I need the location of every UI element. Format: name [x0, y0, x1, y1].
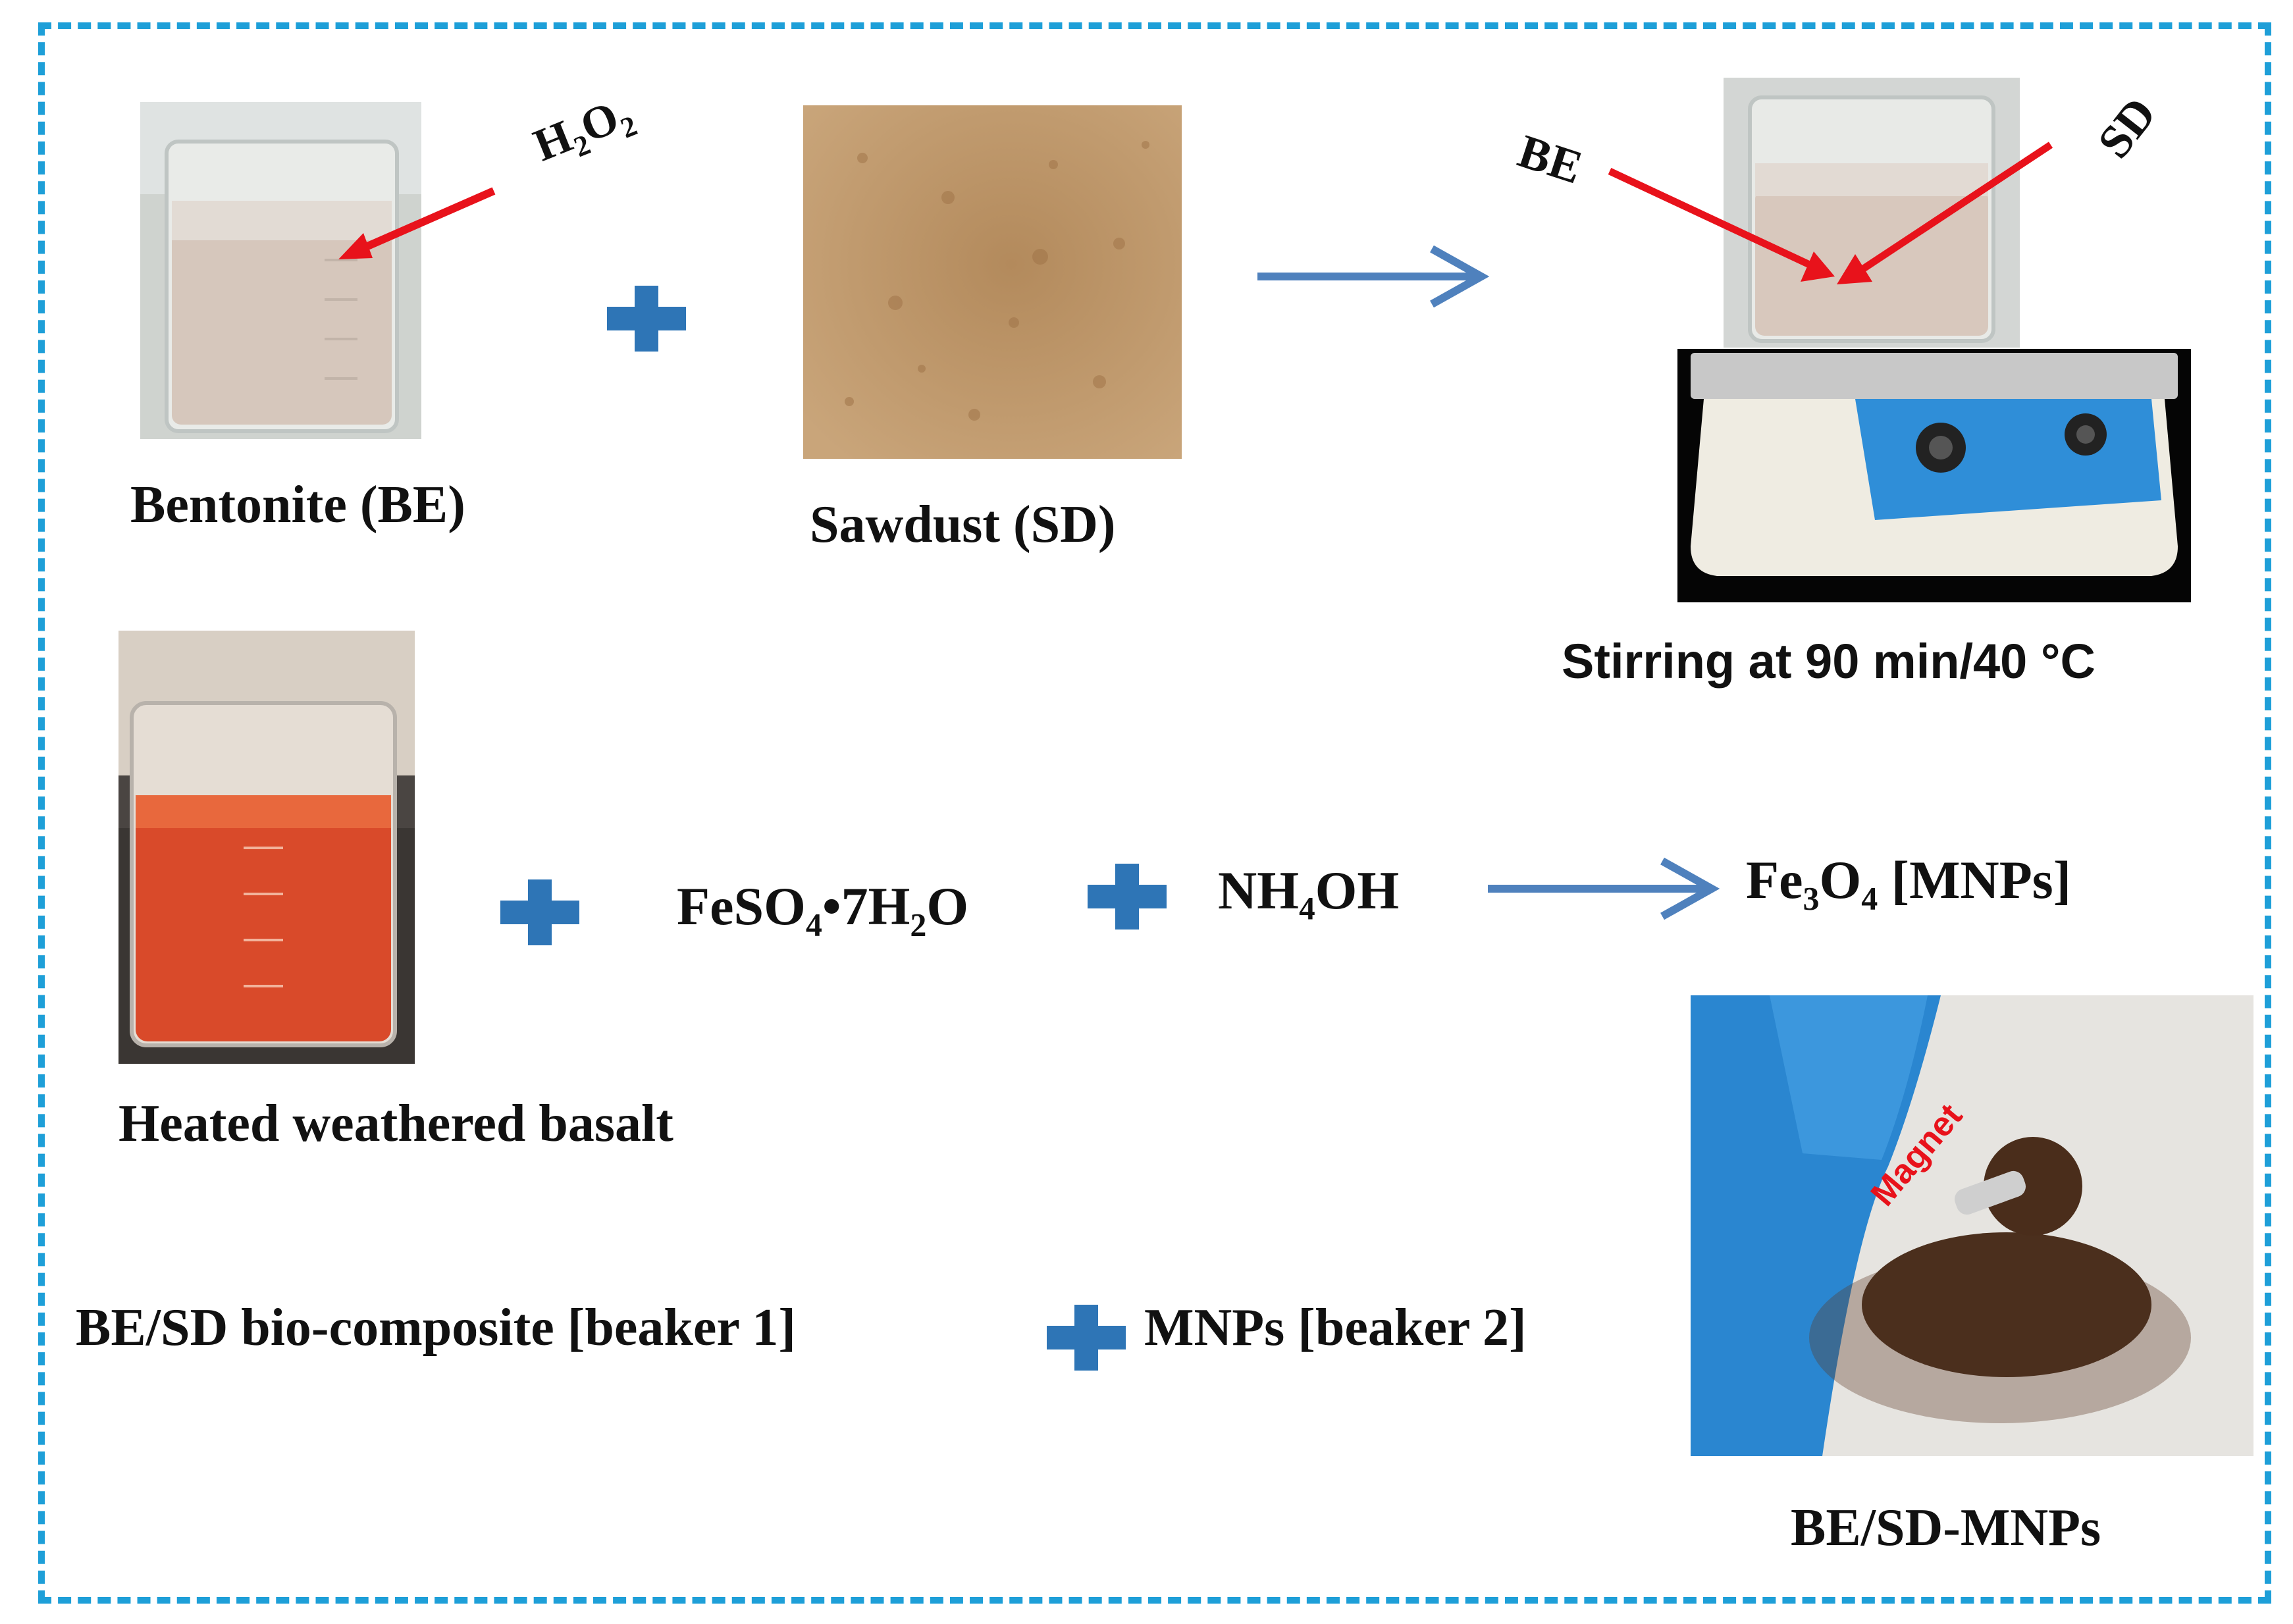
h2o2-pointer-arrow: [338, 187, 496, 259]
sd-pointer-arrow: [1837, 142, 2053, 284]
stirring-label: Stirring at 90 min/40 °C: [1562, 634, 2095, 689]
plus-icon: [607, 286, 686, 352]
hotplate-stirrer-photo: [1677, 349, 2191, 602]
dashed-border: [38, 22, 2271, 1604]
mnps-beaker-label: MNPs [beaker 2]: [1144, 1299, 1527, 1357]
nh4oh-formula: NH₄OH: [1218, 860, 1400, 920]
composite-label: BE/SD bio-composite [beaker 1]: [76, 1299, 797, 1357]
bentonite-label: Bentonite (BE): [130, 476, 465, 534]
basalt-beaker-photo: [119, 631, 415, 1064]
bentonite-beaker-photo: [140, 102, 421, 439]
fe3o4-formula: Fe3O4 [MNPs]: [1746, 850, 2072, 917]
plus-icon: [1088, 864, 1167, 930]
plus-icon: [1047, 1305, 1126, 1371]
be-pointer-arrow: [1608, 168, 1835, 282]
process-arrow-1: [1257, 245, 1490, 308]
sawdust-photo: [803, 105, 1182, 459]
magnet-sample-photo: [1691, 995, 2253, 1456]
product-label: BE/SD-MNPs: [1791, 1499, 2101, 1557]
sawdust-label: Sawdust (SD): [810, 496, 1116, 554]
feso4-formula: FeSO4•7H2O: [677, 876, 969, 943]
basalt-label: Heated weathered basalt: [119, 1095, 673, 1153]
plus-icon: [500, 879, 579, 945]
process-arrow-2: [1488, 857, 1720, 920]
